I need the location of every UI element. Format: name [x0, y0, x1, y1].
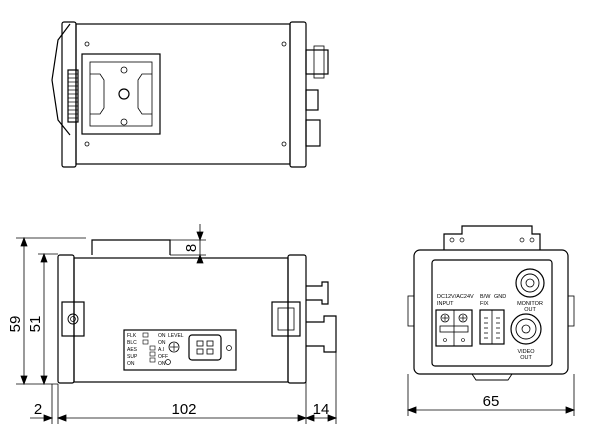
- rear-panel-labels: DC12V/AC24V INPUT B/W FIX GND MONITOR OU…: [437, 294, 543, 361]
- dimension-labels: 59 51 8 2 102 14 65: [7, 244, 499, 418]
- monitor-label-1: MONITOR: [517, 301, 543, 307]
- dimension-lines: [16, 224, 576, 424]
- rear-top-mount: [443, 225, 541, 250]
- switch-panel: [123, 329, 237, 371]
- switch-panel-labels: FLK ON BLC ON AES A.I SUP OFF ON ON LEVE…: [127, 333, 184, 367]
- level-knob: [168, 341, 180, 353]
- dim-top-offset: 8: [183, 244, 200, 252]
- switch-label-5: ON: [127, 361, 135, 367]
- switch-label-1: FLK: [127, 333, 137, 339]
- rear-housing: [413, 249, 569, 375]
- power-label-1: DC12V/AC24V: [437, 294, 474, 300]
- power-connector: [188, 334, 222, 361]
- switch-value-5: ON: [158, 361, 166, 367]
- power-label-2: INPUT: [437, 301, 454, 307]
- switch-label-2: BLC: [127, 340, 137, 346]
- top-view: [51, 21, 329, 168]
- dim-height-inner: 51: [27, 316, 44, 333]
- mount-screw-hole: [118, 88, 130, 100]
- side-view: [57, 239, 337, 384]
- gnd-label: GND: [494, 294, 506, 300]
- video-out-jack: [510, 313, 542, 345]
- dim-width: 65: [483, 393, 500, 410]
- side-connector-1: [306, 281, 329, 305]
- connector-top-2: [305, 89, 319, 111]
- rear-view: [407, 225, 575, 381]
- bw-label: B/W: [480, 294, 491, 300]
- side-connector-2: [306, 315, 337, 353]
- monitor-label-2: OUT: [524, 307, 536, 313]
- video-label-1: VIDEO: [517, 349, 535, 355]
- side-top-mount: [91, 239, 171, 255]
- switch-value-4: OFF: [158, 354, 168, 360]
- switch-label-4: SUP: [127, 354, 138, 360]
- top-body: [75, 23, 291, 165]
- dim-height-outer: 59: [7, 316, 24, 333]
- dim-body-length: 102: [171, 401, 196, 418]
- level-label: LEVEL: [168, 333, 184, 339]
- tripod-mount-plate: [81, 53, 161, 135]
- connector-top-1: [305, 49, 329, 75]
- side-bracket-right: [271, 301, 301, 337]
- dim-lens-depth: 2: [34, 401, 42, 418]
- fix-label: FIX: [480, 301, 489, 307]
- side-body: [73, 257, 289, 383]
- side-bracket-left: [61, 301, 85, 337]
- dim-connector-depth: 14: [313, 401, 330, 418]
- focus-ring: [67, 69, 79, 123]
- switch-value-1: ON: [158, 333, 166, 339]
- top-rear-bezel: [289, 21, 307, 168]
- switch-label-3: AES: [127, 347, 138, 353]
- rear-panel: [431, 259, 553, 367]
- switch-value-3: A.I: [158, 347, 164, 353]
- switch-value-2: ON: [158, 340, 166, 346]
- top-front-bezel: [61, 21, 77, 168]
- connector-top-3: [305, 119, 321, 147]
- monitor-out-jack: [515, 268, 545, 298]
- video-label-2: OUT: [520, 355, 532, 361]
